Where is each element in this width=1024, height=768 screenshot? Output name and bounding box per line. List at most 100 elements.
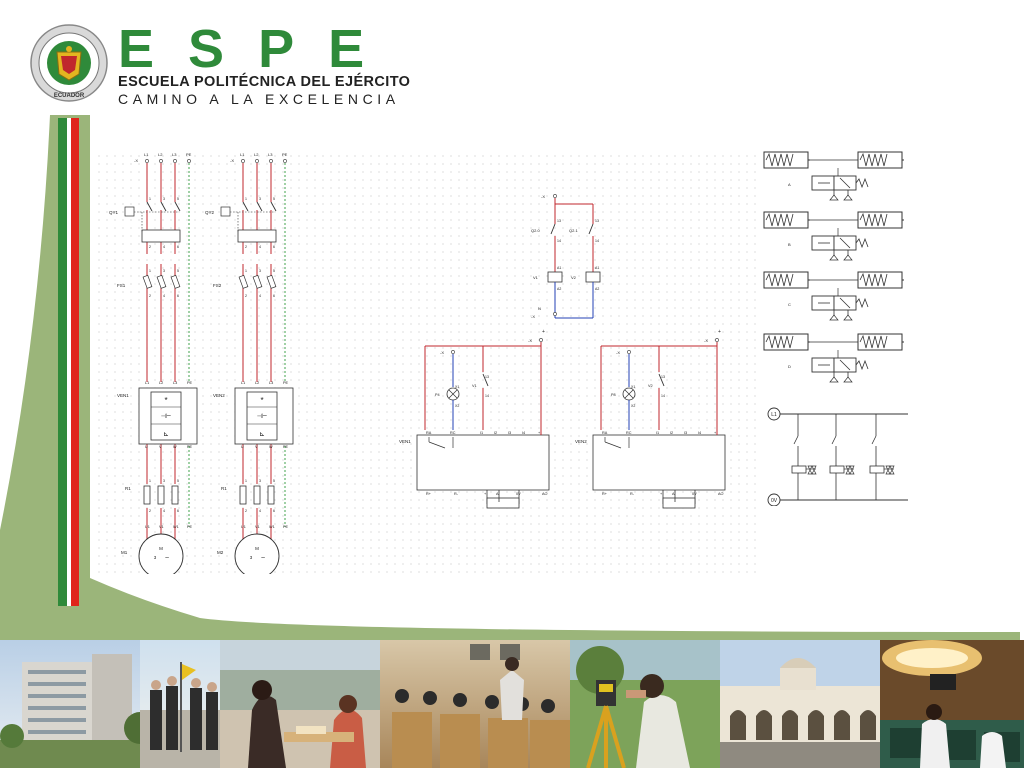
valve-label: D xyxy=(788,364,791,369)
vfd-symbol-icon: * xyxy=(260,396,263,405)
supply-label: PE xyxy=(186,152,192,157)
drive-terminal-label: L3 xyxy=(269,381,273,385)
solenoid-icon xyxy=(829,465,845,474)
breaker-contact xyxy=(256,201,263,212)
motor-icon xyxy=(234,533,280,579)
brand-block: E S P E ESCUELA POLITÉCNICA DEL EJÉRCITO… xyxy=(118,22,410,107)
terminal-number: 6 xyxy=(177,509,179,513)
terminal-number: 6 xyxy=(273,245,275,249)
drive-terminal-label: W xyxy=(269,445,273,449)
drive-terminal-label: V xyxy=(159,445,162,449)
exhaust-icon xyxy=(829,254,853,261)
relay-label: V1 xyxy=(472,384,477,388)
drive-terminal-label: V xyxy=(255,445,258,449)
valve-arrow xyxy=(839,237,851,249)
terminal-number: 1 xyxy=(245,479,247,483)
resistor-icon xyxy=(157,485,165,505)
terminal-number: A2 xyxy=(557,287,561,291)
supply-label: L3 xyxy=(268,152,273,157)
io-terminal-label: R- xyxy=(454,492,459,496)
fuse-label: FS1 xyxy=(117,283,126,288)
brand-letter: E xyxy=(118,19,155,79)
spring-icon xyxy=(859,272,888,287)
spring-icon xyxy=(855,359,869,371)
brand-letters: E S P E xyxy=(118,22,410,76)
vfd-symbol-icon: ⊾ xyxy=(259,431,265,438)
relay-contact xyxy=(604,441,622,449)
terminal-number: 2 xyxy=(149,509,151,513)
contact-icon xyxy=(482,373,489,387)
fuse-label: FS2 xyxy=(213,283,222,288)
spring-icon xyxy=(859,212,888,227)
terminal-number: 13 xyxy=(485,375,489,379)
drive-terminal-label: L1 xyxy=(241,381,245,385)
drive-terminal-label: W xyxy=(173,445,177,449)
breaker-handle-icon xyxy=(124,206,135,217)
drive-terminal-label: U xyxy=(145,445,148,449)
terminal-marker-label: -X xyxy=(230,158,234,163)
exhaust-icon xyxy=(829,314,853,321)
neutral-label: N xyxy=(538,306,541,311)
supply-plus-label: + xyxy=(542,329,545,335)
rail-label: L1 xyxy=(771,412,777,418)
terminal-number: 6 xyxy=(177,294,179,298)
terminal-number: 14 xyxy=(485,394,489,398)
drive-terminal-label: PE xyxy=(283,445,289,449)
terminal-number: 5 xyxy=(177,269,179,273)
terminal-number: 5 xyxy=(273,269,275,273)
io-terminal-label: A xyxy=(672,492,675,496)
io-terminal-label: RA xyxy=(602,431,608,435)
brand-letter: S xyxy=(188,19,225,79)
rail-label: 0V xyxy=(771,498,778,504)
terminal-icon xyxy=(173,159,177,163)
lamp-icon xyxy=(624,389,634,399)
valve-label: A xyxy=(788,182,791,187)
spring-icon xyxy=(765,334,794,349)
resistor-label: R1 xyxy=(221,486,227,491)
brand-name: ESCUELA POLITÉCNICA DEL EJÉRCITO xyxy=(118,74,411,90)
terminal-number: 4 xyxy=(259,294,261,298)
photo-auditorium xyxy=(880,640,1024,768)
motor-icon xyxy=(138,533,184,579)
vfd-symbol-icon: ⊣⊢ xyxy=(161,413,171,420)
drive-terminal-label: L1 xyxy=(145,381,149,385)
resistor-icon xyxy=(171,485,179,505)
breaker-contact xyxy=(146,201,153,212)
io-terminal-label: + xyxy=(714,431,717,435)
terminal-number: 3 xyxy=(163,269,165,273)
drive-terminal-label: L2 xyxy=(255,381,259,385)
terminal-number: 3 xyxy=(259,479,261,483)
spring-icon xyxy=(765,212,794,227)
terminal-number: 2 xyxy=(245,294,247,298)
io-terminal-label: A xyxy=(496,492,499,496)
spring-icon xyxy=(765,272,794,287)
motor-label: M2 xyxy=(217,550,224,555)
spring-icon xyxy=(855,177,869,189)
terminal-number: 1 xyxy=(149,479,151,483)
terminal-number: 1 xyxy=(245,197,247,201)
solenoid-icon xyxy=(869,465,885,474)
solenoid-icon xyxy=(791,465,807,474)
campus-photo-strip xyxy=(0,640,1024,768)
vfd-symbol-icon: * xyxy=(164,396,167,405)
terminal-number: 13 xyxy=(661,375,665,379)
valve-arrow xyxy=(839,177,851,189)
terminal-number: 6 xyxy=(177,245,179,249)
terminal-number: 2 xyxy=(149,245,151,249)
drive-terminal-label: L3 xyxy=(173,381,177,385)
supply-label: L3 xyxy=(172,152,177,157)
switch-icon xyxy=(831,435,837,445)
supply-label: L1 xyxy=(240,152,245,157)
io-terminal-label: RC xyxy=(626,431,632,435)
potentiometer-icon xyxy=(662,497,696,509)
terminal-number: A1 xyxy=(595,266,599,270)
terminal-icon xyxy=(553,312,557,316)
terminal-number: 3 xyxy=(259,269,261,273)
photo-surveyor xyxy=(570,640,730,768)
supply-label: PE xyxy=(282,152,288,157)
terminal-marker-label: -X xyxy=(541,194,545,199)
breaker-trip-block xyxy=(141,229,181,243)
vfd-io-box xyxy=(592,434,726,491)
